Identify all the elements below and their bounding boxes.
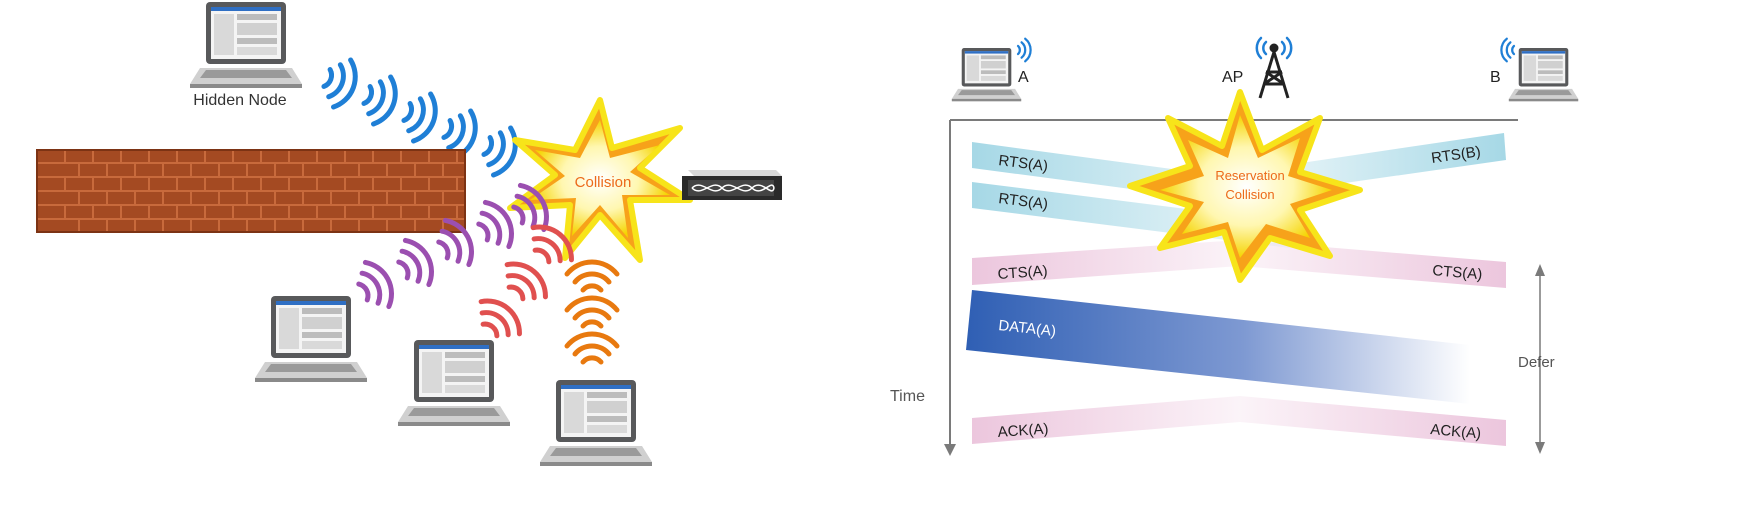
station-b-laptop-icon bbox=[1508, 48, 1579, 102]
wifi-wave-icon bbox=[351, 257, 399, 314]
reservation-collision-line2: Collision bbox=[1225, 187, 1274, 202]
station-b-wifi-signal-icon bbox=[1500, 37, 1516, 63]
ack-a-left-label: ACK(A) bbox=[997, 420, 1049, 441]
station-laptop-icon bbox=[255, 296, 367, 382]
collision-label: Collision bbox=[575, 174, 632, 191]
wifi-wave-icon bbox=[358, 72, 401, 129]
ap-label: AP bbox=[1222, 69, 1243, 86]
defer-label: Defer bbox=[1518, 354, 1555, 371]
access-point-icon bbox=[682, 170, 782, 200]
hidden-node-laptop-icon bbox=[190, 2, 302, 88]
ack-a-left-band bbox=[972, 396, 1240, 444]
time-axis-label: Time bbox=[890, 388, 925, 405]
ack-a-right-band bbox=[1240, 396, 1506, 446]
wifi-wave-icon bbox=[478, 123, 521, 180]
cell-tower-icon bbox=[1258, 43, 1290, 99]
right-diagram: A AP B Time bbox=[890, 36, 1579, 456]
cts-a-left-band bbox=[972, 240, 1240, 285]
hidden-node-label: Hidden Node bbox=[193, 92, 287, 109]
station-a-laptop-icon bbox=[951, 48, 1022, 102]
rts-b-label: RTS(B) bbox=[1430, 143, 1482, 167]
orange-wifi-wave-icons bbox=[567, 262, 617, 362]
wifi-wave-icon bbox=[567, 334, 617, 362]
cts-a-right-label: CTS(A) bbox=[1432, 262, 1483, 283]
wifi-wave-icon bbox=[398, 89, 441, 146]
station-laptop-icon bbox=[398, 340, 510, 426]
wifi-wave-icon bbox=[391, 235, 439, 292]
rts-a-label-2: RTS(A) bbox=[998, 190, 1049, 213]
wifi-wave-icon bbox=[567, 262, 617, 290]
reservation-collision-line1: Reservation bbox=[1215, 168, 1284, 183]
ap-wifi-signal-icon bbox=[1255, 36, 1293, 60]
ack-a-right-label: ACK(A) bbox=[1430, 421, 1482, 442]
station-b-label: B bbox=[1490, 69, 1501, 86]
brick-wall-icon bbox=[36, 149, 466, 233]
data-a-label: DATA(A) bbox=[998, 317, 1057, 340]
station-a-label: A bbox=[1018, 69, 1029, 86]
station-laptop-icon bbox=[540, 380, 652, 466]
wifi-wave-icon bbox=[497, 255, 553, 309]
wifi-wave-icon bbox=[471, 292, 527, 346]
data-a-band bbox=[966, 290, 1470, 404]
collision-starburst-icon: Collision bbox=[507, 97, 693, 263]
wifi-wave-icon bbox=[567, 298, 617, 326]
left-diagram: Hidden Node Collision bbox=[36, 2, 782, 466]
station-a-wifi-signal-icon bbox=[1016, 37, 1032, 63]
rts-a-label-1: RTS(A) bbox=[998, 152, 1049, 175]
wifi-wave-icon bbox=[318, 55, 361, 112]
cts-a-left-label: CTS(A) bbox=[997, 263, 1048, 283]
reservation-collision-starburst-icon: Reservation Collision bbox=[1127, 89, 1363, 283]
